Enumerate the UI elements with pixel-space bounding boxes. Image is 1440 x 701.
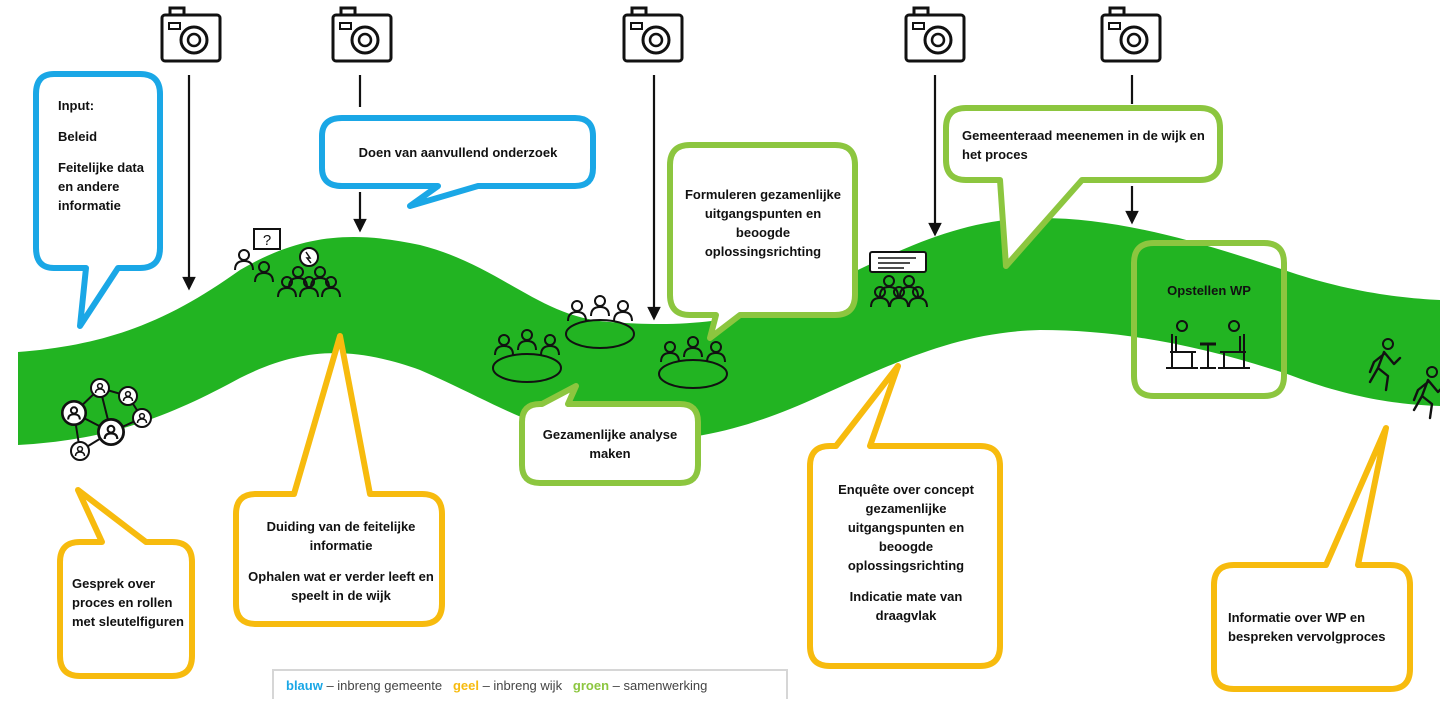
input-label: Input: bbox=[58, 98, 95, 113]
enquete-line: Enquête over concept gezamenlijke uitgan… bbox=[838, 482, 974, 573]
round-table-icon bbox=[565, 295, 635, 349]
duiding-line: Duiding van de feitelijke informatie bbox=[266, 519, 416, 553]
onderzoek-text: Doen van aanvullend onderzoek bbox=[358, 145, 558, 160]
gemeenteraad-callout bbox=[943, 105, 1223, 269]
ophalen-line: Ophalen wat er verder leeft en speelt in… bbox=[248, 569, 434, 603]
duiding-callout bbox=[233, 333, 445, 627]
legend-blue-desc: – inbreng gemeente bbox=[322, 678, 443, 693]
idea-group-icon bbox=[277, 247, 341, 298]
legend-green-word: groen bbox=[572, 678, 610, 693]
svg-text:?: ? bbox=[263, 232, 271, 249]
camera-icon bbox=[1100, 6, 1162, 63]
informatie-text: Informatie over WP en bespreken vervolgp… bbox=[1228, 610, 1386, 644]
onderzoek-callout bbox=[319, 115, 596, 209]
duiding-text: Duiding van de feitelijke informatie Oph… bbox=[248, 517, 434, 605]
legend-blue-word: blauw bbox=[286, 678, 323, 693]
legend-green-desc: – samenwerking bbox=[609, 678, 708, 693]
presentation-audience-icon bbox=[869, 251, 928, 308]
opstellen-callout bbox=[1131, 240, 1287, 399]
beleid-label: Beleid bbox=[58, 129, 98, 144]
question-people-icon: ? bbox=[234, 228, 281, 283]
input-callout bbox=[33, 71, 163, 329]
analyse-callout bbox=[519, 383, 701, 486]
legend-yellow-word: geel bbox=[452, 678, 479, 693]
camera-icon bbox=[904, 6, 966, 63]
draagvlak-line: Indicatie mate van draagvlak bbox=[849, 589, 963, 623]
meeting-table-icon bbox=[1166, 320, 1250, 369]
network-icon bbox=[60, 378, 152, 461]
river-band bbox=[18, 218, 1440, 445]
camera-icon bbox=[331, 6, 393, 63]
gemeenteraad-text: Gemeenteraad meenemen in de wijk en het … bbox=[962, 128, 1205, 162]
legend: blauw – inbreng gemeente geel – inbreng … bbox=[272, 669, 788, 699]
formuleren-text: Formuleren gezamenlijke uitgangspunten e… bbox=[684, 187, 842, 259]
formuleren-callout bbox=[667, 142, 858, 341]
legend-yellow-desc: – inbreng wijk bbox=[478, 678, 563, 693]
input-callout-text: Input: Beleid Feitelijke data en andere … bbox=[58, 96, 154, 215]
analyse-text: Gezamenlijke analyse maken bbox=[542, 427, 678, 461]
informatie-callout bbox=[1211, 425, 1413, 692]
gesprek-text: Gesprek over proces en rollen met sleute… bbox=[72, 576, 184, 629]
round-table-icon bbox=[658, 336, 728, 389]
round-table-icon bbox=[492, 329, 562, 383]
camera-icon bbox=[622, 6, 684, 63]
enquete-text: Enquête over concept gezamenlijke uitgan… bbox=[822, 480, 990, 625]
opstellen-text: Opstellen WP bbox=[1167, 283, 1251, 298]
timeline-arrows bbox=[182, 75, 1139, 321]
enquete-callout bbox=[807, 363, 1003, 669]
data-label: Feitelijke data en andere informatie bbox=[58, 160, 144, 213]
camera-icon bbox=[160, 6, 222, 63]
gesprek-callout bbox=[57, 487, 195, 679]
